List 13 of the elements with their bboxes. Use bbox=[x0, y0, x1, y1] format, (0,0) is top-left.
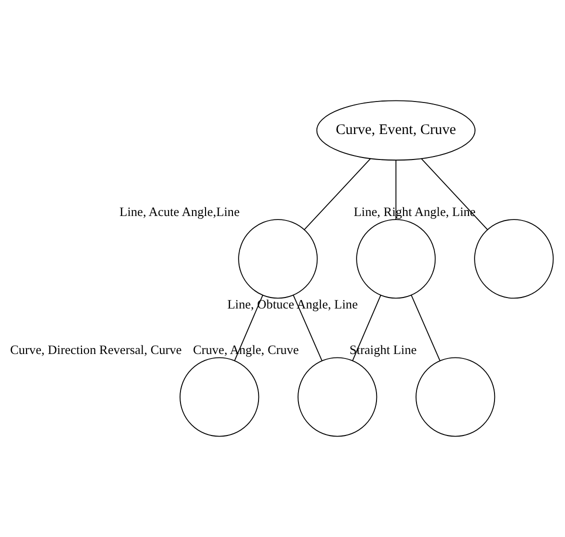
connector bbox=[304, 158, 371, 230]
node-ellipse: Curve, Event, Cruve bbox=[316, 100, 476, 161]
node-label: Curve, Direction Reversal, Curve bbox=[10, 343, 182, 358]
node-label: Line, Acute Angle,Line bbox=[120, 205, 240, 220]
node-circle bbox=[474, 219, 554, 299]
node-circle bbox=[298, 357, 378, 437]
connector bbox=[410, 294, 440, 362]
node-circle bbox=[416, 357, 496, 437]
connector bbox=[395, 160, 396, 220]
node-circle bbox=[356, 219, 436, 299]
node-circle bbox=[238, 219, 318, 299]
connector bbox=[292, 294, 322, 362]
node-circle bbox=[180, 357, 260, 437]
